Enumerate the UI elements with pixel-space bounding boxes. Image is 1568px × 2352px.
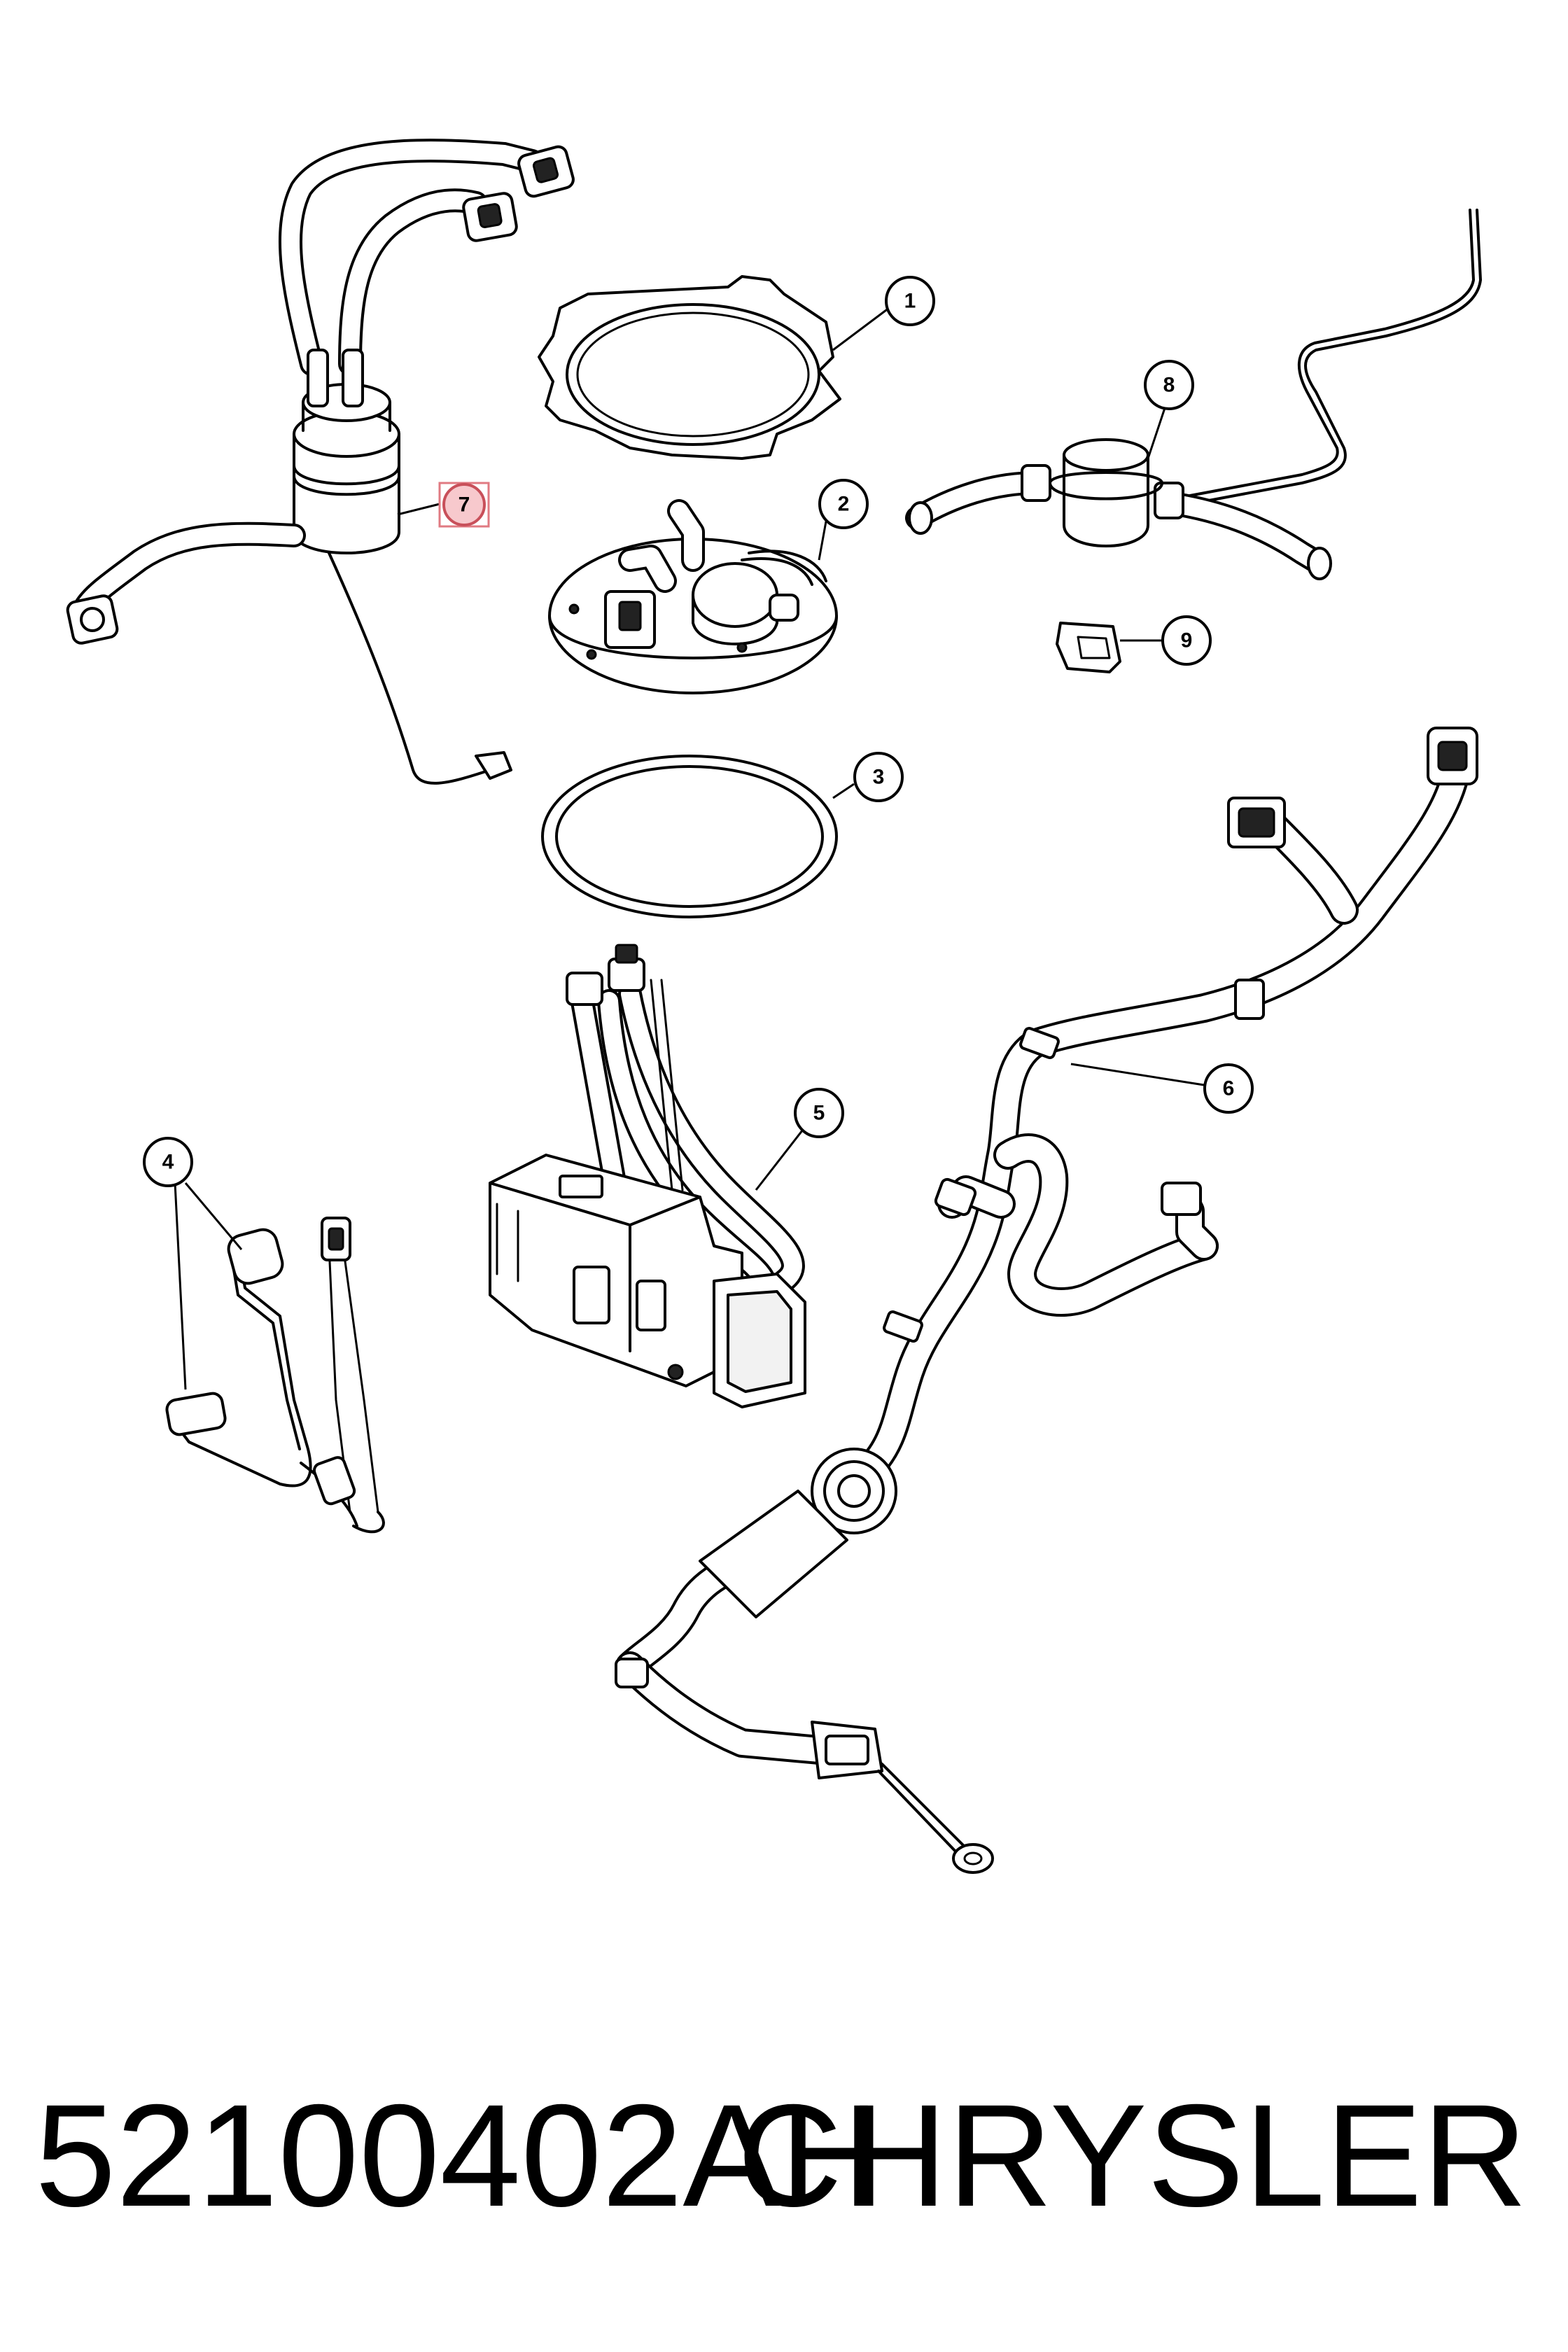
callout-5[interactable]: 5: [794, 1088, 844, 1138]
callout-8[interactable]: 8: [1144, 360, 1194, 410]
callout-9[interactable]: 9: [1161, 615, 1212, 666]
svg-text:1: 1: [904, 290, 916, 313]
fuel-filter-assembly: 7: [66, 139, 575, 785]
parts-diagram: 7 1 2: [66, 139, 1482, 1874]
svg-text:9: 9: [1181, 629, 1193, 652]
callout-7[interactable]: 7: [442, 483, 486, 526]
svg-text:6: 6: [1223, 1077, 1235, 1100]
callout-2[interactable]: 2: [818, 479, 869, 529]
callout-1[interactable]: 1: [885, 276, 935, 326]
seal-ring: 3: [541, 752, 904, 918]
callout-4[interactable]: 4: [143, 1137, 193, 1187]
svg-text:5: 5: [813, 1102, 825, 1125]
callout-3[interactable]: 3: [853, 752, 904, 802]
lock-ring: 1: [538, 275, 935, 460]
footer: 52100402AH CHRYSLER: [0, 2072, 1568, 2240]
grommet-clip: 9: [1056, 615, 1212, 673]
pump-flange: 2: [548, 479, 869, 694]
brand-name: CHRYSLER: [737, 2075, 1527, 2237]
fuel-level-sensor: 4: [143, 1137, 385, 1534]
svg-text:8: 8: [1163, 374, 1175, 397]
svg-text:2: 2: [838, 493, 850, 516]
svg-text:7: 7: [458, 493, 470, 517]
part-number: 52100402AH: [35, 2075, 886, 2237]
svg-text:4: 4: [162, 1151, 174, 1174]
callout-6[interactable]: 6: [1203, 1063, 1254, 1114]
fuel-pump-module: 5: [489, 944, 844, 1408]
rollover-valve: 8: [905, 209, 1482, 580]
svg-text:3: 3: [873, 766, 885, 789]
wiring-harness: 6: [615, 727, 1478, 1874]
